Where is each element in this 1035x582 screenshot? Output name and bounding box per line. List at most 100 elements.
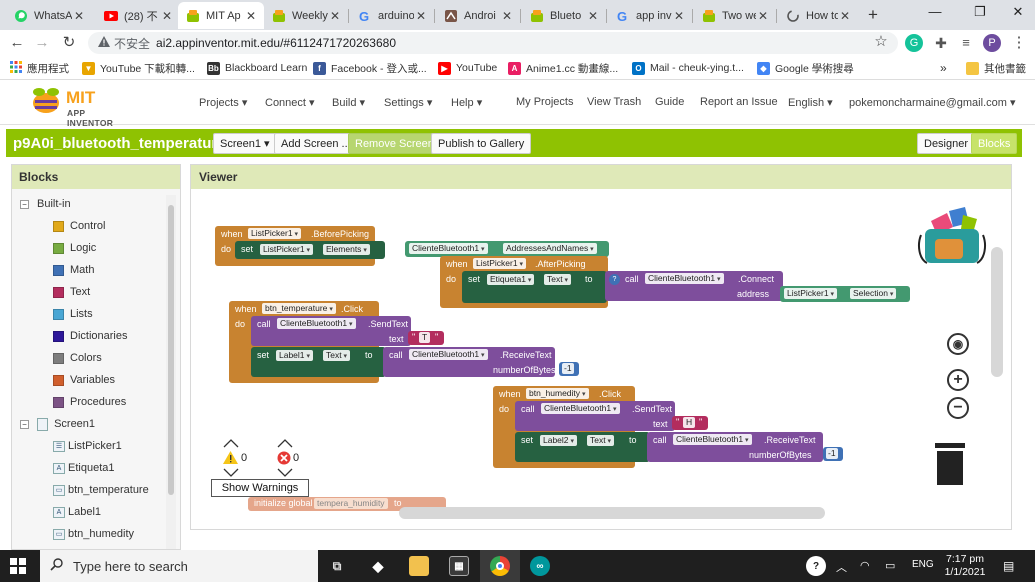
property-dropdown[interactable]: Text <box>323 350 351 361</box>
tree-screen1[interactable]: − Screen1 <box>20 415 95 433</box>
component-btn-temperature[interactable]: ▭btn_temperature <box>53 481 149 499</box>
blocks-button[interactable]: Blocks <box>971 133 1018 154</box>
init-global-variable-block[interactable]: initialize global tempera_humidity to <box>248 497 446 511</box>
drawer-text[interactable]: Text <box>53 283 90 301</box>
number-value[interactable]: -1 <box>562 363 574 374</box>
notifications-icon[interactable]: ▤ <box>1003 559 1015 573</box>
bookmark-anime1[interactable]: A Anime1.cc 動畫線... <box>508 60 618 76</box>
close-icon[interactable]: ✕ <box>329 8 341 23</box>
bookmark-youtube-download[interactable]: ▼ YouTube 下載和轉... <box>82 60 195 76</box>
profile-avatar[interactable]: P <box>983 34 1001 52</box>
component-dropdown[interactable]: ClienteBluetooth1 <box>409 349 488 360</box>
show-hidden-icons-chevron[interactable]: ︿ <box>836 562 847 574</box>
windows-start-icon[interactable] <box>10 558 26 574</box>
getter-block-bluetooth-addresses[interactable]: ClienteBluetooth1 AddressesAndNames <box>405 241 609 257</box>
bookmark-other-folder[interactable]: 其他書籤 <box>966 60 1026 76</box>
user-account-dropdown[interactable]: pokemoncharmaine@gmail.com ▾ <box>849 96 1016 109</box>
dropbox-icon[interactable]: ◆ <box>372 557 384 574</box>
set-block-etiqueta1-text[interactable]: set Etiqueta1 Text to <box>462 271 607 303</box>
component-listpicker1[interactable]: ☰ListPicker1 <box>53 437 122 455</box>
designer-button[interactable]: Designer <box>917 133 976 154</box>
back-arrow-icon[interactable]: ← <box>9 34 25 51</box>
media-queue-icon[interactable]: ≡ <box>962 35 970 50</box>
component-dropdown[interactable]: ClienteBluetooth1 <box>673 434 752 445</box>
window-close-icon[interactable]: ✕ <box>1012 4 1024 19</box>
taskbar-search-box[interactable]: Type here to search <box>40 550 318 582</box>
drawer-dictionaries[interactable]: Dictionaries <box>53 327 127 345</box>
tab-youtube[interactable]: (28) 不 ✕ <box>96 2 180 29</box>
url-text[interactable]: ai2.appinventor.mit.edu/#611247172026368… <box>156 36 396 50</box>
arduino-icon[interactable]: ∞ <box>530 556 550 576</box>
blocks-workspace[interactable]: when ListPicker1 .BeforePicking do set L… <box>191 189 1011 529</box>
remove-screen-button[interactable]: Remove Screen <box>348 133 441 154</box>
bookmark-google-scholar[interactable]: ◆ Google 學術搜尋 <box>757 60 854 76</box>
close-icon[interactable]: ✕ <box>415 8 427 23</box>
menu-settings[interactable]: Settings ▾ <box>384 96 432 109</box>
drawer-lists[interactable]: Lists <box>53 305 93 323</box>
browser-menu-icon[interactable]: ⋮ <box>1011 34 1027 51</box>
input-language[interactable]: ENG <box>912 559 934 570</box>
tab-android[interactable]: Androi ✕ <box>436 2 520 29</box>
property-dropdown[interactable]: Text <box>587 435 615 446</box>
task-view-icon[interactable]: ⧉ <box>332 558 342 573</box>
set-block-label2-text[interactable]: set Label2 Text to <box>515 432 650 462</box>
number-block-minus1-2[interactable]: -1 <box>823 447 843 461</box>
close-icon[interactable]: ✕ <box>839 8 851 23</box>
tab-mit-app-inventor[interactable]: MIT Ap ✕ <box>178 2 264 29</box>
more-bookmarks-chevron[interactable]: » <box>940 61 947 75</box>
backpack-icon[interactable] <box>917 205 989 271</box>
variable-name-field[interactable]: tempera_humidity <box>314 498 388 509</box>
prev-warning-arrow-icon[interactable] <box>223 439 239 451</box>
publish-to-gallery-button[interactable]: Publish to Gallery <box>431 133 532 154</box>
show-warnings-button[interactable]: Show Warnings <box>211 479 309 497</box>
bookmark-star-icon[interactable]: ☆ <box>874 33 888 50</box>
microsoft-store-icon[interactable]: ▦ <box>449 556 469 576</box>
getter-block-listpicker-selection[interactable]: ListPicker1 Selection <box>780 286 910 302</box>
close-icon[interactable]: ✕ <box>73 8 85 23</box>
tab-app-inventor-search[interactable]: G app inv ✕ <box>608 2 692 29</box>
zoom-in-icon[interactable]: + <box>947 369 969 391</box>
component-dropdown[interactable]: Label1 <box>276 350 313 361</box>
component-btn-humedity[interactable]: ▭btn_humedity <box>53 525 134 543</box>
extensions-puzzle-icon[interactable]: ✚ <box>935 35 947 51</box>
blocks-tree-scrollbar[interactable] <box>166 195 176 549</box>
component-dropdown[interactable]: ClienteBluetooth1 <box>277 318 356 329</box>
component-dropdown[interactable]: ListPicker1 <box>784 288 838 299</box>
menu-connect[interactable]: Connect ▾ <box>265 96 315 109</box>
next-warning-arrow-icon[interactable] <box>223 468 239 480</box>
zoom-out-icon[interactable]: − <box>947 397 969 419</box>
link-view-trash[interactable]: View Trash <box>587 96 642 108</box>
tab-bluetooth[interactable]: Blueto ✕ <box>522 2 606 29</box>
bookmark-mail[interactable]: O Mail - cheuk-ying.t... <box>632 60 744 76</box>
wifi-icon[interactable]: ◠ <box>860 560 870 572</box>
component-dropdown[interactable]: ListPicker1 <box>248 228 302 239</box>
system-clock[interactable]: 7:17 pm 1/1/2021 <box>940 553 990 579</box>
tab-weekly[interactable]: Weekly ✕ <box>264 2 348 29</box>
property-dropdown[interactable]: Elements <box>323 244 370 255</box>
number-block-minus1[interactable]: -1 <box>559 362 579 376</box>
warning-triangle-icon[interactable] <box>98 36 110 50</box>
bookmark-facebook[interactable]: f Facebook - 登入或... <box>313 60 427 76</box>
drawer-control[interactable]: Control <box>53 217 105 235</box>
recenter-target-icon[interactable]: ◉ <box>947 333 969 355</box>
call-block-bluetooth-receivetext-2[interactable]: call ClienteBluetooth1 .ReceiveText numb… <box>647 432 823 462</box>
minimize-icon[interactable]: — <box>928 4 942 19</box>
text-block-t[interactable]: " T " <box>408 331 444 345</box>
menu-projects[interactable]: Projects ▾ <box>199 96 247 109</box>
drawer-procedures[interactable]: Procedures <box>53 393 126 411</box>
component-dropdown[interactable]: ClienteBluetooth1 <box>409 243 488 254</box>
tab-how-to[interactable]: How to ✕ <box>778 2 858 29</box>
property-dropdown[interactable]: Selection <box>850 288 897 299</box>
workspace-horizontal-scrollbar[interactable] <box>399 507 825 519</box>
mutator-gear-icon[interactable]: ? <box>609 274 620 285</box>
tab-arduino[interactable]: G arduino ✕ <box>350 2 434 29</box>
property-dropdown[interactable]: AddressesAndNames <box>503 243 597 254</box>
drawer-variables[interactable]: Variables <box>53 371 115 389</box>
component-dropdown[interactable]: Etiqueta1 <box>487 274 535 285</box>
workspace-vertical-scrollbar[interactable] <box>991 247 1003 377</box>
call-block-bluetooth-connect[interactable]: ? call ClienteBluetooth1 .Connect addres… <box>605 271 783 301</box>
component-dropdown[interactable]: ClienteBluetooth1 <box>645 273 724 284</box>
drawer-math[interactable]: Math <box>53 261 94 279</box>
reload-icon[interactable]: ↻ <box>62 34 76 51</box>
link-my-projects[interactable]: My Projects <box>516 96 574 108</box>
